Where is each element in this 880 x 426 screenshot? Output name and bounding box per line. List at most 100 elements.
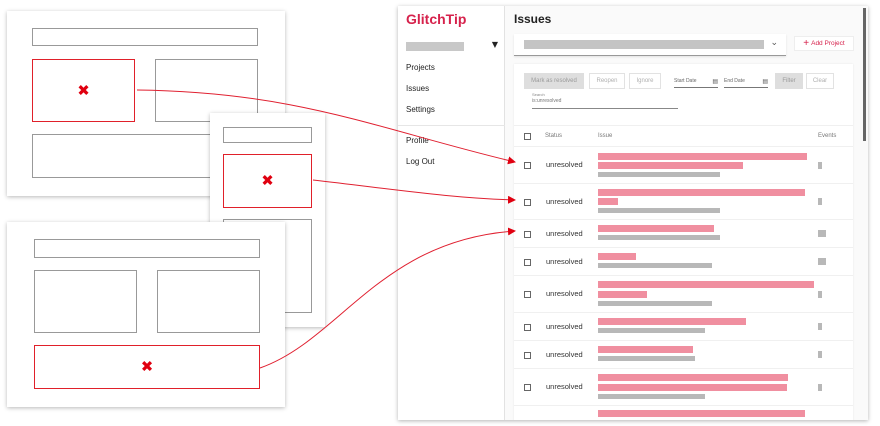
events-count-placeholder <box>818 351 822 358</box>
column-events: Events <box>818 133 837 139</box>
table-row[interactable] <box>514 406 853 420</box>
issue-title-placeholder[interactable] <box>598 153 807 160</box>
issue-subtitle-placeholder <box>598 263 712 268</box>
status-text: unresolved <box>546 229 583 238</box>
row-checkbox[interactable] <box>524 384 531 391</box>
ignore-button[interactable]: Ignore <box>629 73 661 89</box>
issue-title-placeholder[interactable] <box>598 384 787 391</box>
sidebar-item-settings[interactable]: Settings <box>406 105 435 114</box>
row-checkbox[interactable] <box>524 324 531 331</box>
project-name-placeholder <box>524 40 764 49</box>
row-checkbox[interactable] <box>524 352 531 359</box>
start-date-label: Start Date <box>674 78 697 84</box>
status-text: unresolved <box>546 289 583 298</box>
search-input[interactable]: Search is:unresolved <box>532 92 678 109</box>
issue-title-placeholder[interactable] <box>598 253 636 260</box>
sidebar-item-logout[interactable]: Log Out <box>406 157 435 166</box>
wireframe-left-block <box>34 270 137 333</box>
issue-title-placeholder[interactable] <box>598 346 693 353</box>
status-text: unresolved <box>546 322 583 331</box>
issue-subtitle-placeholder <box>598 356 695 361</box>
events-count-placeholder <box>818 162 822 169</box>
search-value: is:unresolved <box>532 98 562 104</box>
add-project-button[interactable]: +Add Project <box>794 36 854 51</box>
issues-card: Mark as resolved Reopen Ignore Start Dat… <box>514 64 853 420</box>
table-row[interactable]: unresolved <box>514 220 853 248</box>
filter-button[interactable]: Filter <box>775 73 803 89</box>
table-row[interactable]: unresolved <box>514 341 853 369</box>
issue-title-placeholder[interactable] <box>598 318 746 325</box>
chevron-down-icon: ⌄ <box>770 38 778 48</box>
issue-title-placeholder[interactable] <box>598 291 647 298</box>
scrollbar[interactable] <box>863 8 866 141</box>
issue-title-placeholder[interactable] <box>598 225 714 232</box>
status-text: unresolved <box>546 350 583 359</box>
table-row[interactable]: unresolved <box>514 248 853 276</box>
events-count-placeholder <box>818 258 826 265</box>
wireframe-right-block <box>157 270 260 333</box>
issue-title-placeholder[interactable] <box>598 410 805 417</box>
sidebar-divider <box>398 125 505 126</box>
error-x-icon: ✖ <box>77 81 90 99</box>
mark-resolved-button[interactable]: Mark as resolved <box>524 73 584 89</box>
table-row[interactable]: unresolved <box>514 313 853 341</box>
status-text: unresolved <box>546 197 583 206</box>
sidebar-item-issues[interactable]: Issues <box>406 84 430 93</box>
issue-subtitle-placeholder <box>598 235 720 240</box>
caret-down-icon: ▼ <box>491 40 498 49</box>
sidebar-item-profile[interactable]: Profile <box>406 136 429 145</box>
issue-subtitle-placeholder <box>598 172 720 177</box>
issue-subtitle-placeholder <box>598 328 705 333</box>
issue-title-placeholder[interactable] <box>598 189 805 196</box>
issue-subtitle-placeholder <box>598 394 705 399</box>
status-text: unresolved <box>546 257 583 266</box>
issue-title-placeholder[interactable] <box>598 281 814 288</box>
events-count-placeholder <box>818 323 822 330</box>
row-checkbox[interactable] <box>524 231 531 238</box>
row-checkbox[interactable] <box>524 259 531 266</box>
logo[interactable]: GlitchTip <box>406 11 467 27</box>
wireframe-error-block: ✖ <box>32 59 135 122</box>
status-text: unresolved <box>546 160 583 169</box>
sidebar: GlitchTip ▼ Projects Issues Settings Pro… <box>398 6 505 420</box>
events-count-placeholder <box>818 384 822 391</box>
issue-title-placeholder[interactable] <box>598 374 788 381</box>
row-checkbox[interactable] <box>524 291 531 298</box>
start-date-input[interactable]: Start Date ▤ <box>674 78 718 88</box>
table-row[interactable]: unresolved <box>514 369 853 406</box>
error-x-icon: ✖ <box>261 171 274 190</box>
wireframe-header-block <box>34 239 260 258</box>
table-row[interactable]: unresolved <box>514 147 853 184</box>
search-label: Search <box>532 92 545 97</box>
column-status: Status <box>545 133 563 139</box>
organization-name-placeholder <box>406 42 464 51</box>
end-date-input[interactable]: End Date ▤ <box>724 78 768 88</box>
events-count-placeholder <box>818 198 822 205</box>
end-date-label: End Date <box>724 78 745 84</box>
page-title: Issues <box>514 12 552 26</box>
row-checkbox[interactable] <box>524 162 531 169</box>
clear-button[interactable]: Clear <box>806 73 834 89</box>
events-count-placeholder <box>818 230 826 237</box>
issue-title-placeholder[interactable] <box>598 162 743 169</box>
project-select[interactable]: ⌄ <box>514 34 786 56</box>
column-issue: Issue <box>598 133 613 139</box>
organization-select[interactable]: ▼ <box>406 40 498 52</box>
wireframe-error-block: ✖ <box>223 154 312 208</box>
plus-icon: + <box>803 38 810 49</box>
table-row[interactable]: unresolved <box>514 276 853 313</box>
row-checkbox[interactable] <box>524 199 531 206</box>
issue-title-placeholder[interactable] <box>598 198 618 205</box>
sidebar-item-projects[interactable]: Projects <box>406 63 435 72</box>
glitchtip-window: GlitchTip ▼ Projects Issues Settings Pro… <box>398 6 868 420</box>
wireframe-error-block: ✖ <box>34 345 260 389</box>
select-all-checkbox[interactable] <box>524 133 531 140</box>
events-count-placeholder <box>818 291 822 298</box>
calendar-icon: ▤ <box>712 79 718 85</box>
add-project-label: Add Project <box>811 40 845 47</box>
table-row[interactable]: unresolved <box>514 184 853 220</box>
calendar-icon: ▤ <box>762 79 768 85</box>
issue-subtitle-placeholder <box>598 301 712 306</box>
reopen-button[interactable]: Reopen <box>589 73 625 89</box>
issue-subtitle-placeholder <box>598 208 720 213</box>
